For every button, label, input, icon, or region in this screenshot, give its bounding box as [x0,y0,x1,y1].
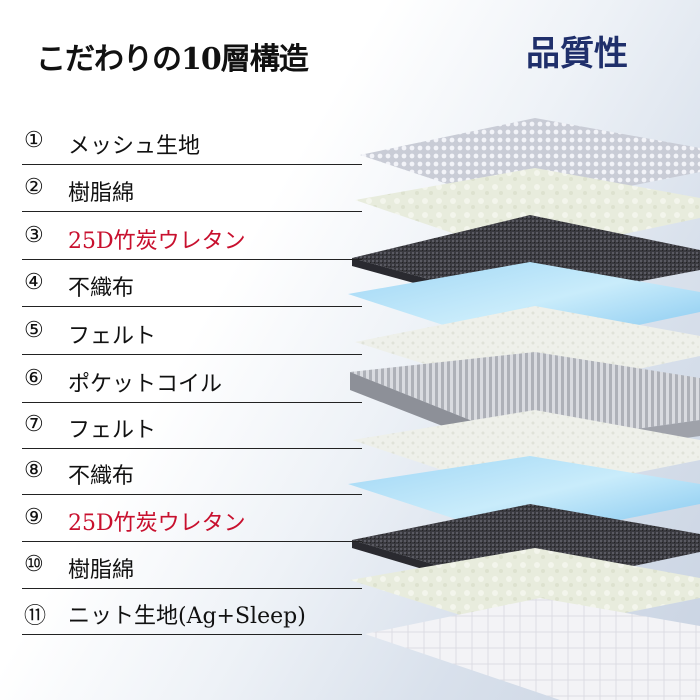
layer-row: ③ 25D竹炭ウレタン [0,223,700,271]
layer-number: ④ [24,270,44,295]
layer-number: ② [24,175,44,200]
layer-row: ⑨ 25D竹炭ウレタン [0,505,700,553]
layer-row: ⑪ ニット生地(Ag+Sleep) [0,598,700,646]
layer-number: ① [24,128,44,153]
quality-badge: 品質性 [526,34,628,74]
layer-underline [22,634,362,635]
layer-label: 樹脂綿 [68,181,135,206]
layer-row: ① メッシュ生地 [0,128,700,176]
layer-row: ⑧ 不織布 [0,458,700,506]
layer-label: 樹脂綿 [68,558,135,583]
layer-number: ⑦ [24,412,44,437]
layer-label: ニット生地(Ag+Sleep) [68,604,306,629]
layer-underline [22,354,362,355]
layer-label: メッシュ生地 [68,134,201,159]
layer-row: ② 樹脂綿 [0,175,700,223]
layer-underline [22,588,362,589]
layer-label: 不織布 [68,464,135,489]
layer-number: ⑥ [24,366,44,391]
layer-underline [22,402,362,403]
layer-row: ④ 不織布 [0,270,700,318]
layer-label: フェルト [68,418,157,443]
layer-row: ⑩ 樹脂綿 [0,552,700,600]
layer-number: ⑩ [24,552,44,577]
page-title: こだわりの10層構造 [36,42,309,77]
layer-label: 不織布 [68,276,135,301]
layer-underline [22,541,362,542]
layer-row: ⑤ フェルト [0,318,700,366]
layer-knit-fabric [365,598,700,700]
layer-label: ポケットコイル [68,372,223,397]
layer-underline [22,494,362,495]
layer-underline [22,306,362,307]
layer-number: ⑧ [24,458,44,483]
layer-number: ⑤ [24,318,44,343]
layer-label: フェルト [68,324,157,349]
layer-underline [22,164,362,165]
layer-number: ⑪ [24,604,47,629]
layer-row: ⑥ ポケットコイル [0,366,700,414]
layer-label: 25D竹炭ウレタン [68,229,246,254]
layer-underline [22,211,362,212]
layer-label: 25D竹炭ウレタン [68,511,246,536]
layer-underline [22,448,362,449]
layer-number: ③ [24,223,44,248]
layer-pocket-coil [350,352,700,444]
layer-number: ⑨ [24,505,44,530]
layer-row: ⑦ フェルト [0,412,700,460]
layer-underline [22,259,362,260]
